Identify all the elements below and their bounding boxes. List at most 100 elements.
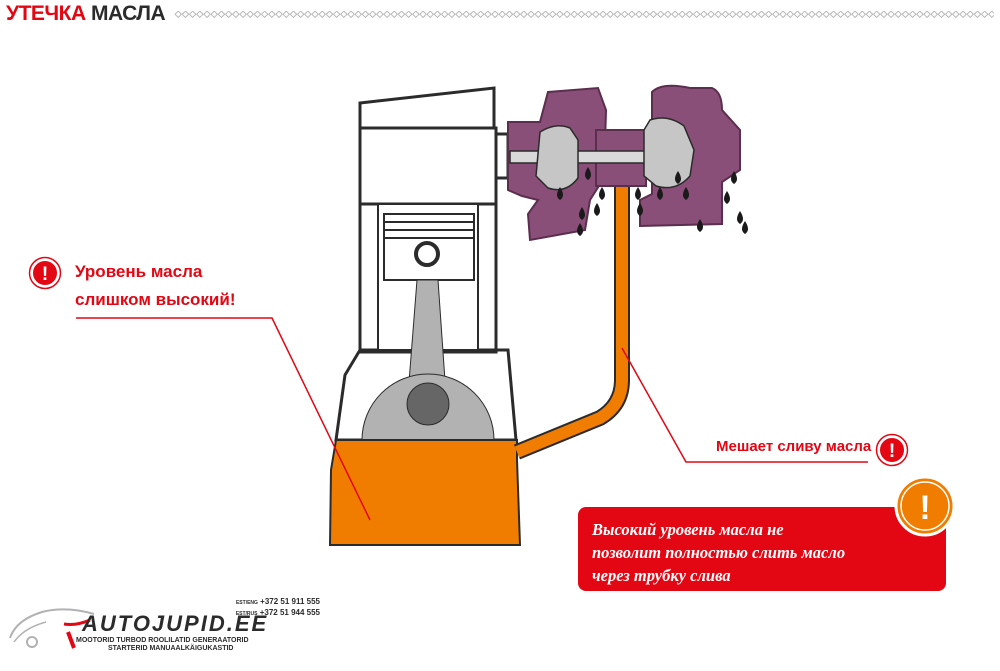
divider-dot: [951, 11, 960, 19]
divider-dot: [174, 11, 183, 19]
oil-drain-pipe-fill: [514, 185, 628, 458]
divider-dot: [577, 11, 586, 19]
oil-drop: [599, 187, 605, 200]
warning-icon-drain: !: [875, 433, 909, 467]
divider-dot: [879, 11, 888, 19]
info-line-1: Высокий уровень масла не: [592, 520, 784, 539]
divider-dot: [361, 11, 370, 19]
divider-dot: [678, 11, 687, 19]
divider-dot: [793, 11, 802, 19]
divider-dot: [397, 11, 406, 19]
divider-dot: [505, 11, 514, 19]
oil-drop: [675, 171, 681, 184]
divider-dot: [433, 11, 442, 19]
warning-icon-info: !: [894, 475, 956, 537]
divider-dot: [181, 11, 190, 19]
divider-dot: [512, 11, 521, 19]
info-callout-box: [578, 507, 946, 591]
divider-dot: [210, 11, 219, 19]
divider-dot: [332, 11, 341, 19]
divider-dot: [959, 11, 967, 19]
divider-dot: [555, 11, 564, 19]
cylinder-head: [358, 86, 496, 130]
divider-dot: [318, 11, 327, 19]
divider-dot: [923, 11, 931, 19]
divider-dot: [483, 11, 492, 19]
divider-dot: [325, 11, 334, 19]
drain-warning-label: Мешает сливу масла: [716, 438, 872, 455]
divider-dot: [815, 11, 823, 19]
divider-dot: [188, 11, 197, 19]
divider-dot: [491, 11, 499, 19]
divider-dot: [246, 11, 255, 19]
logo-tagline-2: STARTERID MANUAALKÄIGUKASTID: [108, 645, 234, 652]
divider-dot: [527, 11, 535, 19]
compressor-wheel: [643, 117, 695, 189]
divider-dot: [253, 11, 262, 19]
divider-dot: [224, 11, 233, 19]
oil-drop: [737, 211, 743, 224]
turbine-wheel: [535, 125, 579, 191]
oil-drop: [731, 171, 737, 184]
divider-dot: [591, 11, 600, 19]
divider-dot: [275, 11, 283, 19]
divider-dot: [699, 11, 708, 19]
divider-dot: [721, 11, 730, 19]
divider-dot: [620, 11, 629, 19]
divider-dot: [966, 11, 975, 19]
divider-dot: [987, 11, 994, 19]
divider-dot: [411, 11, 420, 19]
divider-dot: [383, 11, 391, 19]
divider-dot: [937, 11, 946, 19]
divider-dot: [339, 11, 348, 19]
svg-text:!: !: [889, 441, 895, 462]
oil-drop: [637, 203, 643, 216]
divider-dot: [282, 11, 291, 19]
divider-dot: [750, 11, 759, 19]
divider-dot: [851, 11, 859, 19]
divider-dot: [419, 11, 427, 19]
divider-dot: [447, 11, 456, 19]
divider-dot: [267, 11, 276, 19]
crank-journal: [406, 382, 450, 426]
phone-eng: EST/ENG +372 51 911 555: [235, 597, 320, 606]
divider-dot: [714, 11, 723, 19]
title-word-2: МАСЛА: [90, 2, 166, 25]
divider-dot: [743, 11, 751, 19]
divider-dot: [822, 11, 831, 19]
divider-dot: [462, 11, 471, 19]
info-line-2: позволит полностью слить масло: [592, 543, 846, 562]
divider-dot: [570, 11, 579, 19]
divider-dot: [563, 11, 571, 19]
divider-dot: [692, 11, 701, 19]
divider-dot: [930, 11, 939, 19]
oil-drops: [557, 167, 748, 236]
divider-dot: [519, 11, 528, 19]
divider-dot: [239, 11, 247, 19]
divider-dot: [404, 11, 413, 19]
divider-dot: [296, 11, 305, 19]
info-line-3: через трубку слива: [592, 566, 731, 585]
divider-dot: [901, 11, 910, 19]
title-word-1: УТЕЧКА: [6, 2, 86, 25]
oil-drop: [577, 223, 583, 236]
divider-dot: [217, 11, 226, 19]
divider-dot: [771, 11, 780, 19]
warning-icon-level: !: [28, 256, 62, 290]
divider-dot: [872, 11, 881, 19]
oil-drop: [579, 207, 585, 220]
engine-block-upper: [358, 126, 498, 206]
divider-dot: [707, 11, 715, 19]
divider-dot: [764, 11, 773, 19]
logo-contacts: EST/ENG +372 51 911 555 EST/RUS +372 51 …: [196, 597, 320, 619]
svg-text:!: !: [42, 264, 48, 285]
divider-dot: [944, 11, 953, 19]
divider-dot: [757, 11, 766, 19]
divider-dot: [455, 11, 463, 19]
divider-dot: [800, 11, 809, 19]
divider-dot: [973, 11, 982, 19]
head-flange: [494, 132, 510, 180]
divider-dot: [642, 11, 651, 19]
divider-dot: [865, 11, 874, 19]
